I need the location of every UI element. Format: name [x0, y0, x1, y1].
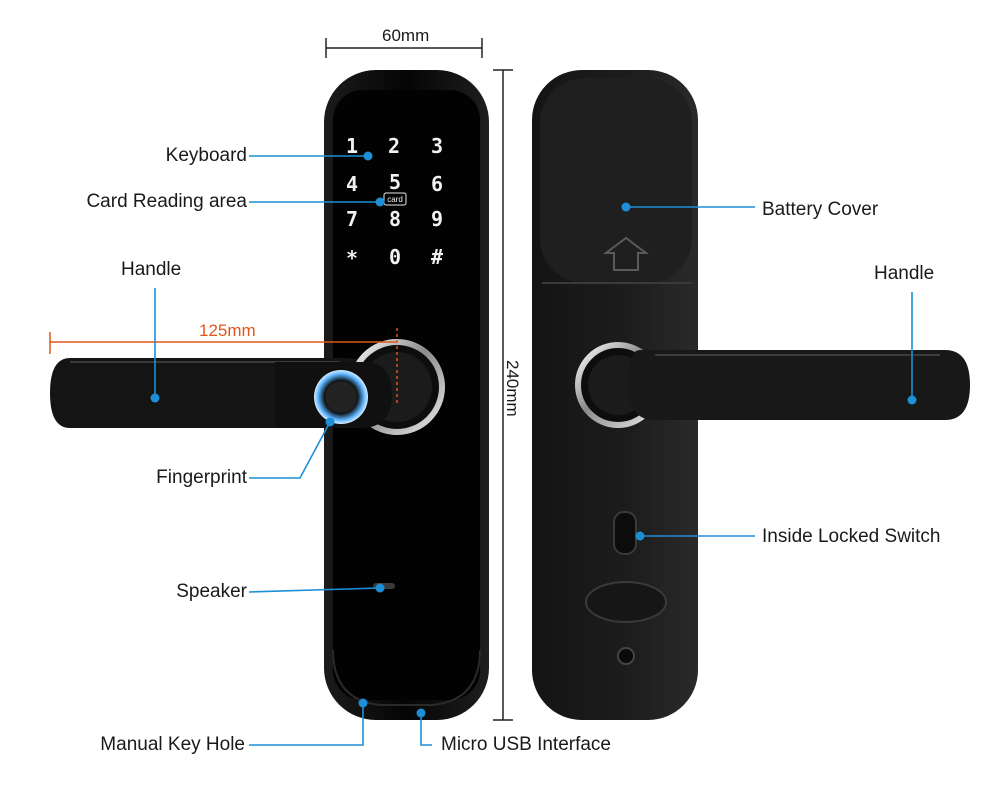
card-badge-label: card — [387, 195, 403, 204]
label-battery-cover: Battery Cover — [762, 199, 879, 220]
label-manual-key-hole: Manual Key Hole — [100, 734, 245, 755]
key-5[interactable]: 5 — [389, 170, 401, 194]
label-fingerprint: Fingerprint — [156, 467, 247, 488]
key-9[interactable]: 9 — [431, 207, 443, 231]
key-8[interactable]: 8 — [389, 207, 401, 231]
keypad: 1 2 3 4 5 6 7 8 9 * 0 # — [346, 134, 443, 270]
dimension-handle-length-label: 125mm — [199, 321, 256, 340]
dimension-height — [493, 69, 513, 721]
inside-lock-switch-slot[interactable] — [613, 511, 637, 555]
battery-cover-arrow-icon — [603, 236, 649, 271]
card-reading-badge: card — [383, 192, 407, 206]
key-4[interactable]: 4 — [346, 172, 358, 196]
key-7[interactable]: 7 — [346, 207, 358, 231]
label-card-reading-area: Card Reading area — [86, 191, 247, 212]
label-handle-back: Handle — [874, 263, 935, 284]
dimension-height-label: 240mm — [503, 360, 522, 417]
key-1[interactable]: 1 — [346, 134, 358, 158]
key-hash[interactable]: # — [431, 245, 443, 269]
dimension-handle-length — [49, 328, 398, 405]
label-speaker: Speaker — [176, 581, 247, 602]
label-keyboard: Keyboard — [165, 145, 247, 166]
label-handle-front: Handle — [121, 259, 182, 280]
back-key-hole — [617, 647, 635, 665]
key-0[interactable]: 0 — [389, 245, 401, 269]
key-3[interactable]: 3 — [431, 134, 443, 158]
key-star[interactable]: * — [346, 246, 358, 270]
label-micro-usb: Micro USB Interface — [441, 734, 611, 755]
callout-lines — [154, 155, 913, 746]
back-handle — [575, 342, 970, 428]
fingerprint-leader — [249, 421, 331, 479]
manual-key-leader — [249, 705, 364, 746]
callout-dots — [150, 151, 917, 718]
micro-usb-leader — [420, 714, 432, 746]
back-oval-recess — [585, 581, 667, 623]
dimension-width-label: 60mm — [382, 26, 430, 45]
dimension-width — [325, 38, 483, 58]
front-handle — [50, 339, 445, 435]
key-2[interactable]: 2 — [388, 134, 400, 158]
key-6[interactable]: 6 — [431, 172, 443, 196]
label-inside-locked-switch: Inside Locked Switch — [762, 526, 941, 547]
speaker-leader — [248, 587, 381, 593]
